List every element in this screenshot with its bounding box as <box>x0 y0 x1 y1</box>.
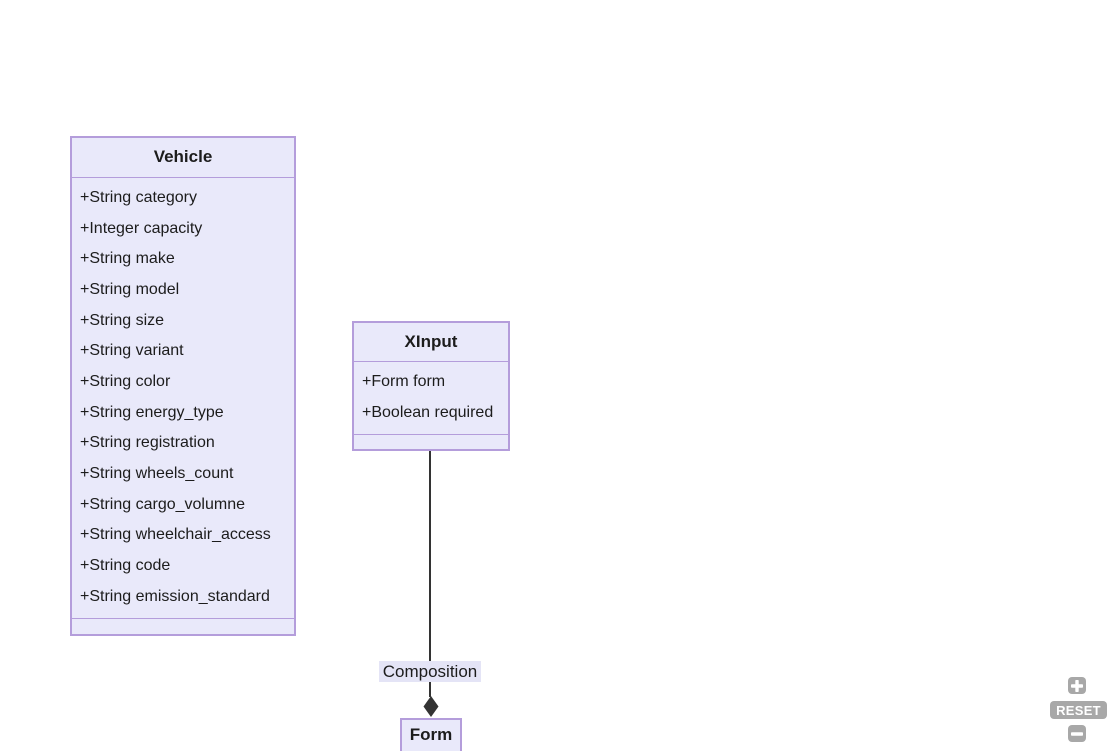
plus-icon <box>1071 679 1083 692</box>
attribute-row: +Integer capacity <box>80 219 203 237</box>
attribute-row: +String category <box>80 188 197 206</box>
attribute-row: +String color <box>80 372 171 390</box>
class-title: Form <box>409 725 453 744</box>
attribute-row: +Form form <box>362 372 446 390</box>
composition-edge-line[interactable] <box>429 451 431 697</box>
attribute-row: +String registration <box>80 434 215 452</box>
reset-zoom-button[interactable]: RESET <box>1050 701 1107 719</box>
attribute-row: +String cargo_volumne <box>80 495 245 513</box>
class-node-vehicle[interactable]: Vehicle +String category +Integer capaci… <box>70 136 296 636</box>
class-attributes: +Form form +Boolean required <box>354 362 508 435</box>
composition-edge-label[interactable]: Composition <box>379 661 481 682</box>
attribute-row: +String wheels_count <box>80 465 234 483</box>
attribute-row: +String size <box>80 311 165 329</box>
attribute-row: +Boolean required <box>362 403 494 421</box>
attribute-row: +String make <box>80 250 175 268</box>
class-node-xinput[interactable]: XInput +Form form +Boolean required <box>352 321 510 451</box>
attribute-row: +String emission_standard <box>80 587 270 605</box>
zoom-in-button[interactable] <box>1068 677 1086 694</box>
class-methods-empty <box>72 619 294 634</box>
class-title: XInput <box>354 323 508 362</box>
attribute-row: +String model <box>80 280 180 298</box>
attribute-row: +String code <box>80 557 171 575</box>
composition-diamond-icon <box>423 696 439 717</box>
attribute-row: +String variant <box>80 342 184 360</box>
class-attributes: +String category +Integer capacity +Stri… <box>72 178 294 620</box>
minus-icon <box>1071 731 1083 736</box>
attribute-row: +String wheelchair_access <box>80 526 271 544</box>
class-title: Vehicle <box>72 138 294 178</box>
class-node-form[interactable]: Form <box>400 718 462 751</box>
class-methods-empty <box>354 435 508 449</box>
attribute-row: +String energy_type <box>80 403 224 421</box>
zoom-out-button[interactable] <box>1068 725 1086 742</box>
